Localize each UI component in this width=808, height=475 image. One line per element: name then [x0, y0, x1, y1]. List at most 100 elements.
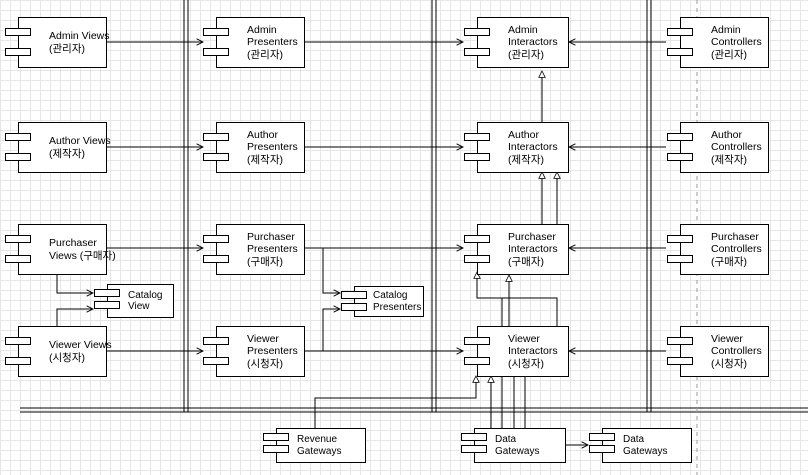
catalog-presenters-component[interactable]: Catalog Presenters — [341, 286, 424, 317]
component-label: Revenue — [297, 434, 338, 445]
component-label: Interactors — [508, 345, 558, 358]
component-tab — [667, 133, 693, 141]
component-label: (시청자) — [247, 357, 283, 370]
component-tab — [5, 153, 31, 161]
component-label: (구매자) — [247, 255, 283, 268]
component-label: Author — [508, 128, 539, 141]
component-tab — [667, 255, 693, 263]
component-label: Data — [495, 434, 517, 445]
component-tab — [203, 337, 229, 345]
component-label: Presenters — [247, 243, 298, 256]
component-tab — [667, 48, 693, 56]
component-tab — [203, 48, 229, 56]
catalog-view-component[interactable]: Catalog View — [94, 284, 174, 318]
data-gateways-component[interactable]: Data Gateways — [461, 428, 566, 463]
component-tab — [5, 133, 31, 141]
component-tab — [464, 357, 490, 365]
component-label: Author Views — [49, 135, 111, 147]
component-tab — [667, 28, 693, 36]
purchaser-presenters-component[interactable]: Purchaser Presenters (구매자) — [203, 224, 305, 275]
author-controllers-component[interactable]: Author Controllers (제작자) — [667, 122, 769, 173]
component-label: Viewer — [508, 332, 540, 345]
component-tab — [203, 255, 229, 263]
purchaser-controllers-component[interactable]: Purchaser Controllers (구매자) — [667, 224, 769, 275]
component-label: Purchaser — [711, 230, 759, 243]
author-presenters-component[interactable]: Author Presenters (제작자) — [203, 122, 305, 173]
component-label: Purchaser — [247, 230, 295, 243]
component-tab — [94, 301, 120, 309]
component-label: (관리자) — [711, 48, 747, 61]
viewer-controllers-component[interactable]: Viewer Controllers (시청자) — [667, 326, 769, 377]
purchaser-views-component[interactable]: Purchaser Views (구매자) — [5, 224, 116, 275]
component-tab — [589, 445, 615, 453]
component-label: Purchaser — [508, 230, 556, 243]
component-tab — [5, 255, 31, 263]
component-tab — [464, 337, 490, 345]
component-tab — [461, 433, 487, 441]
component-tab — [464, 255, 490, 263]
component-label: View — [128, 301, 150, 312]
component-label: (제작자) — [247, 153, 283, 166]
admin-presenters-component[interactable]: Admin Presenters (관리자) — [203, 17, 305, 68]
arrows-views-to-presenters — [107, 42, 203, 351]
component-tab — [589, 433, 615, 441]
component-tab — [464, 48, 490, 56]
author-interactors-component[interactable]: Author Interactors (제작자) — [464, 122, 569, 173]
component-label: Controllers — [711, 141, 762, 154]
component-tab — [667, 337, 693, 345]
arrows-interactor-hierarchy — [314, 71, 588, 445]
component-label: Presenters — [247, 345, 298, 358]
component-tab — [667, 153, 693, 161]
data-gateways-impl-component[interactable]: Data Gateways — [589, 428, 692, 463]
component-label: Purchaser — [49, 237, 97, 249]
viewer-interactors-component[interactable]: Viewer Interactors (시청자) — [464, 326, 569, 377]
revenue-gateways-component[interactable]: Revenue Gateways — [263, 428, 366, 463]
component-tab — [464, 153, 490, 161]
component-label: Gateways — [623, 445, 668, 457]
component-tab — [94, 289, 120, 297]
component-label: Presenters — [247, 141, 298, 154]
component-label: (시청자) — [508, 357, 544, 370]
component-label: Author — [247, 128, 278, 141]
component-label: Admin Views — [49, 30, 110, 42]
component-tab — [667, 235, 693, 243]
arrows-presenters-to-catalog — [305, 247, 340, 352]
purchaser-interactors-component[interactable]: Purchaser Interactors (구매자) — [464, 224, 569, 275]
admin-interactors-component[interactable]: Admin Interactors (관리자) — [464, 17, 569, 68]
component-tab — [5, 337, 31, 345]
component-label: Presenters — [373, 301, 422, 313]
component-label: Gateways — [495, 445, 540, 457]
component-tab — [203, 28, 229, 36]
viewer-presenters-component[interactable]: Viewer Presenters (시청자) — [203, 326, 305, 377]
component-label: Data — [623, 434, 645, 445]
admin-views-component[interactable]: Admin Views (관리자) — [5, 17, 110, 68]
arrows-presenters-to-interactors — [305, 42, 463, 351]
component-label: (제작자) — [508, 153, 544, 166]
arrows-views-to-catalog-view — [56, 266, 93, 326]
component-tab — [341, 303, 367, 311]
component-label: Admin — [711, 23, 741, 36]
component-label: Catalog — [128, 289, 163, 301]
component-label: (시청자) — [711, 357, 747, 370]
component-tab — [464, 235, 490, 243]
admin-controllers-component[interactable]: Admin Controllers (관리자) — [667, 17, 769, 68]
component-label: Catalog — [373, 290, 408, 301]
component-tab — [5, 28, 31, 36]
component-tab — [464, 133, 490, 141]
author-views-component[interactable]: Author Views (제작자) — [5, 122, 111, 173]
component-label: (시청자) — [49, 351, 85, 364]
arrows-controllers-to-interactors — [569, 42, 666, 351]
component-tab — [341, 291, 367, 299]
component-tab — [5, 357, 31, 365]
component-label: Views (구매자) — [49, 249, 116, 262]
viewer-views-component[interactable]: Viewer Views (시청자) — [5, 326, 112, 377]
component-tab — [203, 235, 229, 243]
component-label: Controllers — [711, 36, 762, 49]
component-tab — [464, 28, 490, 36]
component-label: Viewer — [711, 332, 743, 345]
component-label: (구매자) — [508, 255, 544, 268]
component-tab — [263, 433, 289, 441]
component-tab — [667, 357, 693, 365]
component-label: Controllers — [711, 243, 762, 256]
